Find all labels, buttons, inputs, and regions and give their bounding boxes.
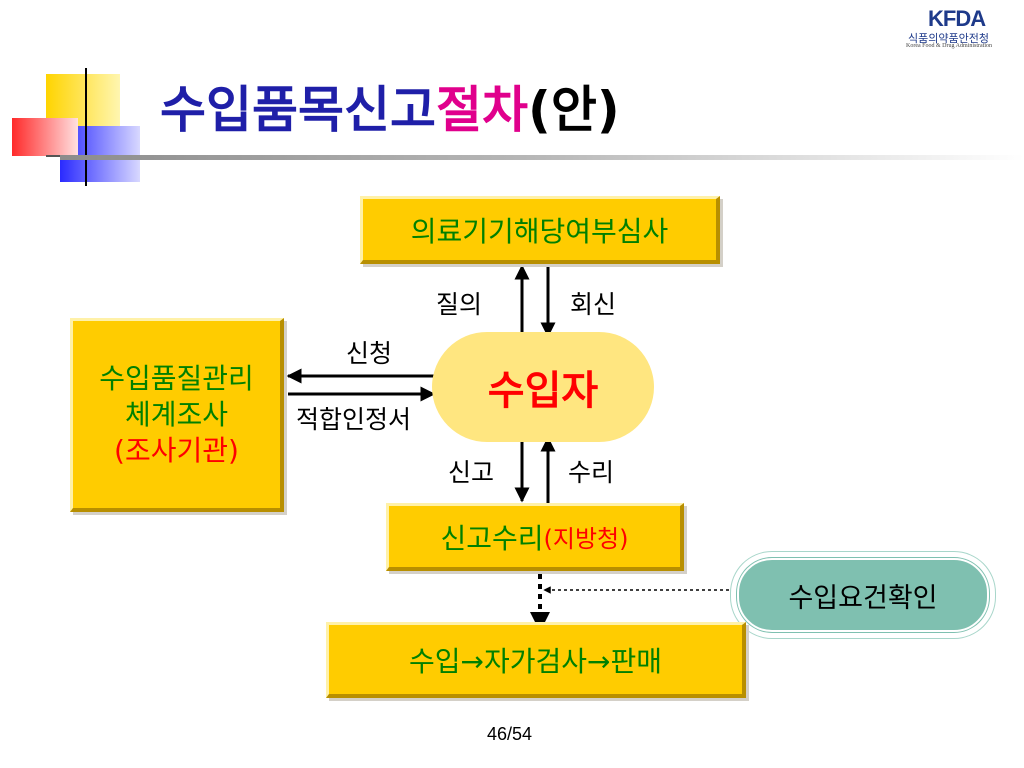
device-review-box: 의료기기해당여부심사 bbox=[360, 196, 720, 264]
page-number: 46/54 bbox=[487, 724, 533, 744]
logo-english-name: Korea Food & Drug Administration bbox=[906, 43, 992, 49]
report-main-label: 신고수리 bbox=[440, 521, 544, 555]
certificate-label: 적합인정서 bbox=[296, 405, 412, 434]
title-part-highlight: 절차 bbox=[436, 81, 528, 139]
accept-label: 수리 bbox=[568, 458, 615, 487]
title-underline bbox=[60, 155, 1024, 160]
reply-label: 회신 bbox=[570, 290, 617, 319]
import-requirement-node: 수입요건확인 bbox=[737, 558, 989, 632]
quality-inspection-box: 수입품질관리 체계조사 (조사기관) bbox=[70, 318, 284, 512]
quality-line-3: (조사기관) bbox=[114, 433, 239, 467]
kfda-logo: KFDA bbox=[928, 6, 986, 31]
inquiry-label: 질의 bbox=[436, 290, 483, 319]
report-acceptance-box: 신고수리(지방청) bbox=[386, 503, 684, 571]
logo-korean-name: 식품의약품안전청 bbox=[908, 32, 989, 45]
import-flow-label: 수입→자가검사→판매 bbox=[408, 644, 662, 678]
import-flow-box: 수입→자가검사→판매 bbox=[326, 622, 746, 698]
quality-line-2: 체계조사 bbox=[124, 397, 229, 431]
import-requirement-label: 수입요건확인 bbox=[788, 582, 938, 614]
red-square bbox=[12, 118, 78, 156]
importer-label: 수입자 bbox=[487, 368, 599, 414]
device-review-label: 의료기기해당여부심사 bbox=[410, 214, 669, 248]
importer-node: 수입자 bbox=[432, 332, 654, 442]
quality-line-1: 수입품질관리 bbox=[99, 361, 254, 395]
report-label: 신고 bbox=[448, 458, 495, 487]
title-part-main: 수입품목신고 bbox=[160, 81, 436, 139]
page-title: 수입품목신고절차(안) bbox=[160, 70, 620, 150]
title-part-suffix: (안) bbox=[528, 81, 620, 139]
apply-label: 신청 bbox=[346, 339, 393, 368]
report-sub-label: (지방청) bbox=[543, 525, 629, 553]
